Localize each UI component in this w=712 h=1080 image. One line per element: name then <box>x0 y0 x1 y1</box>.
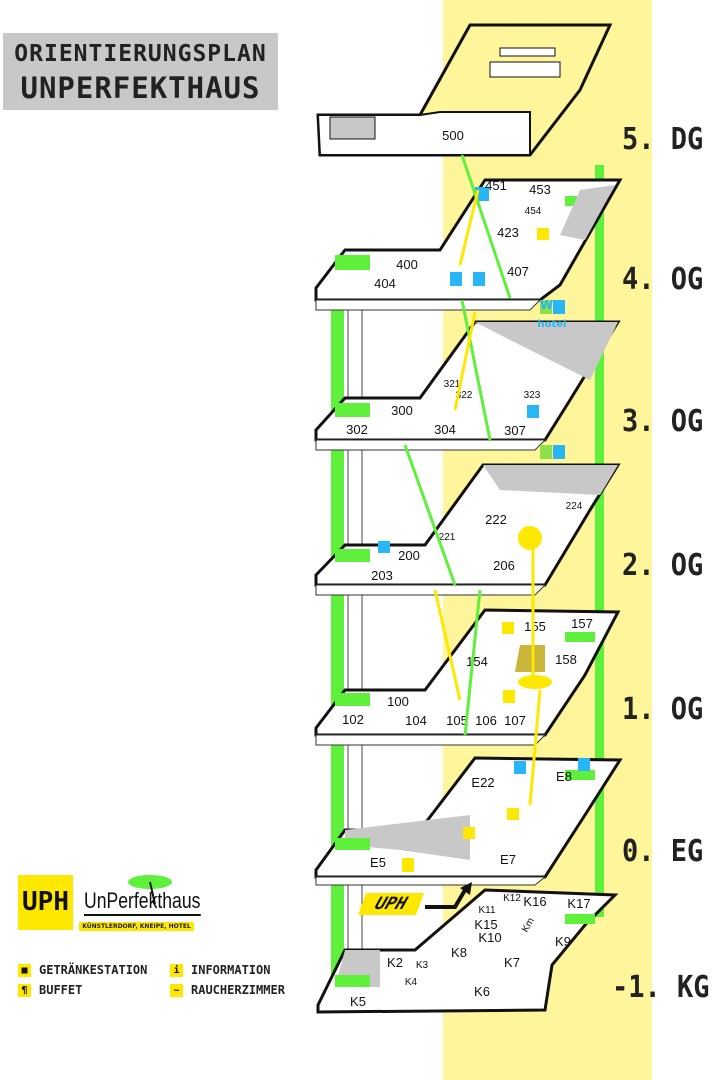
room-label: E5 <box>370 855 386 870</box>
room-label: K4 <box>405 977 418 988</box>
room-label: 107 <box>504 713 526 728</box>
room-label: K10 <box>478 930 501 945</box>
floor-label-5-dg: 5. DG <box>622 122 704 157</box>
logo-tagline: KÜNSTLERDORF, KNEIPE, HOTEL <box>79 922 194 931</box>
room-label: E7 <box>500 852 516 867</box>
entrance-sign: UPH <box>357 893 425 915</box>
connector-lines <box>403 154 542 806</box>
room-label: 105 <box>446 713 468 728</box>
floor-label-0-eg: 0. EG <box>622 834 704 869</box>
arrow-head-icon <box>460 882 472 895</box>
hotel-sign-letters: Wg <box>540 298 562 312</box>
logo-mark: UPH <box>18 875 73 930</box>
room-label: 222 <box>485 512 507 527</box>
room-label: 106 <box>475 713 497 728</box>
staircase-right <box>595 165 604 917</box>
room-label: K8 <box>451 945 467 960</box>
room-label: K7 <box>504 955 520 970</box>
room-label: 203 <box>371 568 393 583</box>
room-label: 300 <box>391 403 413 418</box>
room-label: 453 <box>529 182 551 197</box>
info-icon: i <box>170 963 183 977</box>
room-label: 407 <box>507 264 529 279</box>
room-label: 155 <box>524 619 546 634</box>
floor-label-3-og: 3. OG <box>622 404 704 439</box>
room-label: K5 <box>350 994 366 1009</box>
room-label: K17 <box>567 896 590 911</box>
room-label: 104 <box>405 713 427 728</box>
floor-0-eg: E22 E8 E5 E7 <box>314 756 623 886</box>
room-label: 304 <box>434 422 456 437</box>
staircase-left <box>331 300 344 988</box>
hotel-label: hotel <box>538 319 567 330</box>
room-label: E22 <box>471 775 494 790</box>
legend-label: INFORMATION <box>191 963 271 977</box>
floor-2-og: 222 224 221 200 203 206 <box>314 445 621 596</box>
room-label: 100 <box>387 694 409 709</box>
room-label: K15 <box>474 917 497 932</box>
room-label: 224 <box>566 501 583 512</box>
legend-item-getraenkestation: ■ GETRÄNKESTATION <box>18 963 147 977</box>
room-label: 206 <box>493 558 515 573</box>
smoking-room-icon: ~ <box>170 983 183 997</box>
title-line-1: ORIENTIERUNGSPLAN <box>14 41 267 67</box>
floor-label-2-og: 2. OG <box>622 548 704 583</box>
floor-minus1-kg: K12 K16 K17 K11 K15 K10 Km K9 K8 K7 K2 K… <box>316 888 619 1014</box>
room-label: K3 <box>416 960 429 971</box>
room-label: 323 <box>524 390 541 401</box>
room-label: 302 <box>346 422 368 437</box>
room-label: 404 <box>374 276 396 291</box>
room-label: K2 <box>387 955 403 970</box>
entrance-arrow-icon <box>425 888 467 909</box>
room-label: K6 <box>474 984 490 999</box>
room-label: 307 <box>504 423 526 438</box>
room-label: 158 <box>555 652 577 667</box>
room-label: 451 <box>485 178 507 193</box>
legend-label: BUFFET <box>39 983 83 997</box>
room-label: 102 <box>342 712 364 727</box>
title-box: ORIENTIERUNGSPLAN UNPERFEKTHAUS <box>3 33 278 110</box>
room-label: 157 <box>571 616 593 631</box>
legend-item-buffet: ¶ BUFFET <box>18 983 82 997</box>
floor-4-og: 451 453 454 423 400 404 407 <box>314 178 623 311</box>
floor-3-og: hotel 321 322 323 300 302 304 307 <box>314 300 621 451</box>
palm-tree-icon <box>128 875 172 905</box>
floor-5-dg: 500 <box>316 23 613 157</box>
floor-label-4-og: 4. OG <box>622 262 704 297</box>
room-label: 322 <box>456 390 473 401</box>
cup-icon: ■ <box>18 963 31 977</box>
floor-label-minus1-kg: -1. KG <box>612 970 710 1005</box>
room-label: K16 <box>523 894 546 909</box>
room-label: 423 <box>497 225 519 240</box>
logo-name: UnPerfekthaus <box>84 888 201 916</box>
room-label: 154 <box>466 654 488 669</box>
legend-item-information: i INFORMATION <box>170 963 270 977</box>
room-label: 500 <box>442 128 464 143</box>
cutlery-icon: ¶ <box>18 983 31 997</box>
room-label: K11 <box>478 905 495 916</box>
room-label: 200 <box>398 548 420 563</box>
room-label: 400 <box>396 257 418 272</box>
room-label: E8 <box>556 769 572 784</box>
floor-label-1-og: 1. OG <box>622 692 704 727</box>
room-label: 321 <box>444 379 461 390</box>
room-label: K9 <box>555 934 571 949</box>
room-label: 454 <box>525 206 542 217</box>
legend-label: GETRÄNKESTATION <box>39 963 148 977</box>
legend-item-raucherzimmer: ~ RAUCHERZIMMER <box>170 983 285 997</box>
room-label: K12 <box>503 893 521 904</box>
room-label: 221 <box>439 532 456 543</box>
title-line-2: UNPERFEKTHAUS <box>20 71 261 105</box>
legend-label: RAUCHERZIMMER <box>191 983 285 997</box>
